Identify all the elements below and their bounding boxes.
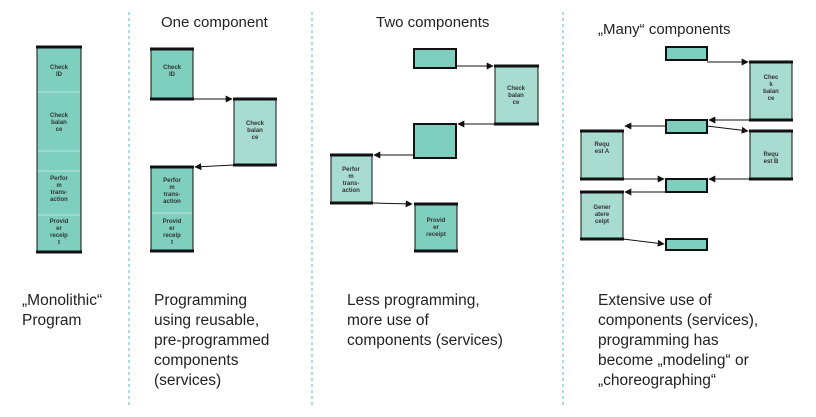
box-label-line: k — [769, 82, 773, 88]
box-label-line: ce — [252, 135, 259, 141]
two-middle-box — [413, 123, 457, 159]
box-label-line: Requ — [764, 152, 779, 158]
box-label-line: ID — [56, 72, 63, 78]
box-label-line: Provid — [427, 218, 446, 224]
two-arrow-4 — [371, 200, 413, 208]
box-label-line: Check — [163, 65, 182, 71]
box-label-line: trans- — [164, 192, 181, 198]
box-label-line: ce — [513, 100, 520, 106]
many-mid-box-1 — [665, 119, 708, 134]
header-one-component: One component — [161, 14, 268, 31]
box-label-line: trans- — [51, 190, 68, 196]
box-label-line: ceipt — [595, 219, 609, 225]
box-label-line: action — [50, 197, 68, 203]
box-label-line: balan — [763, 89, 779, 95]
box-label-line: ce — [56, 127, 63, 133]
box-label-line: er — [56, 226, 62, 232]
box-label-line: balan — [508, 93, 524, 99]
box-label-line: Gener — [593, 205, 611, 211]
box-label-line: Perfor — [50, 176, 68, 182]
box-label-line: action — [342, 188, 360, 194]
box-label-line: est B — [764, 159, 779, 165]
box-label-line: t — [171, 240, 173, 246]
box-label-line: Check — [50, 65, 69, 71]
box-label-line: Chec — [764, 75, 779, 81]
description-monolithic: „Monolithic“ Program — [22, 292, 103, 329]
box-label-line: Requ — [595, 142, 610, 148]
header-two-components: Two components — [376, 14, 490, 31]
box-label-line: receipt — [426, 232, 446, 238]
two-start-box — [413, 48, 457, 69]
box-label-line: Check — [246, 121, 265, 127]
many-mid-box-2 — [665, 178, 708, 193]
monolith-outline — [36, 46, 82, 253]
box-label-line: Perfor — [163, 178, 181, 184]
box-label-line: m — [348, 174, 353, 180]
box-label-line: balan — [247, 128, 263, 134]
box-label-line: er — [433, 225, 439, 231]
many-arrow-8 — [622, 238, 665, 247]
box-label-line: action — [163, 199, 181, 205]
box-label-line: ce — [768, 96, 775, 102]
box-label-line: Provid — [50, 219, 69, 225]
box-label-line: trans- — [343, 181, 360, 187]
box-label-line: balan — [51, 120, 67, 126]
many-top-box — [665, 46, 708, 61]
box-label-line: Perfor — [342, 167, 360, 173]
box-label-line: er — [169, 226, 175, 232]
box-label-line: est A — [595, 149, 610, 155]
box-label-line: receip — [163, 233, 181, 239]
box-label-line: t — [58, 240, 60, 246]
box-label-line: m — [56, 183, 61, 189]
box-label-line: receip — [50, 233, 68, 239]
header-many-components: „Many“ components — [598, 21, 731, 38]
many-arrow-4 — [706, 125, 749, 134]
box-label-line: ID — [169, 72, 176, 78]
description-one-component: Programming using reusable, pre-programm… — [154, 292, 270, 389]
box-label-line: Check — [50, 113, 69, 119]
box-label-line: m — [169, 185, 174, 191]
box-label-line: atere — [595, 212, 610, 218]
many-bottom-box — [665, 238, 708, 251]
box-label-line: Provid — [163, 219, 182, 225]
one-arrow-back — [194, 163, 235, 171]
description-two-components: Less programming, more use of components… — [347, 292, 503, 349]
box-label-line: Check — [507, 86, 526, 92]
description-many-components: Extensive use of components (services), … — [598, 292, 759, 389]
